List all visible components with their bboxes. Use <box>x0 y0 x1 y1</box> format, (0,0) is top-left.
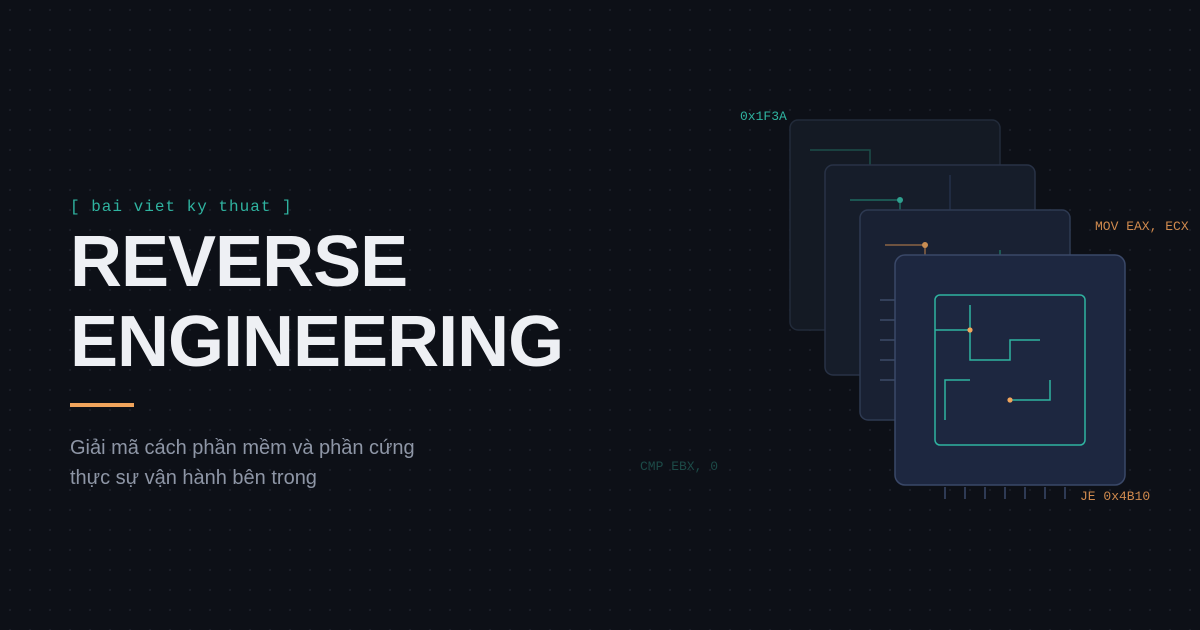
chip-layer-front <box>894 254 1126 499</box>
category-kicker: [ bai viet ky thuat ] <box>70 198 293 216</box>
hero-title-line-2: ENGINEERING <box>70 302 564 382</box>
cmp-instruction-label: CMP EBX, 0 <box>640 459 718 474</box>
subtitle-line-2: thực sự vận hành bên trong <box>70 467 317 489</box>
subtitle-line-1: Giải mã cách phần mềm và phần cứng <box>70 437 415 459</box>
mov-instruction-label: MOV EAX, ECX <box>1095 219 1189 234</box>
address-label: 0x1F3A <box>740 109 787 124</box>
je-instruction-label: JE 0x4B10 <box>1080 489 1150 504</box>
hero-text: [ bai viet ky thuat ] REVERSE ENGINEERIN… <box>70 198 630 493</box>
accent-divider <box>70 403 134 407</box>
hero-title-line-1: REVERSE <box>70 222 408 302</box>
